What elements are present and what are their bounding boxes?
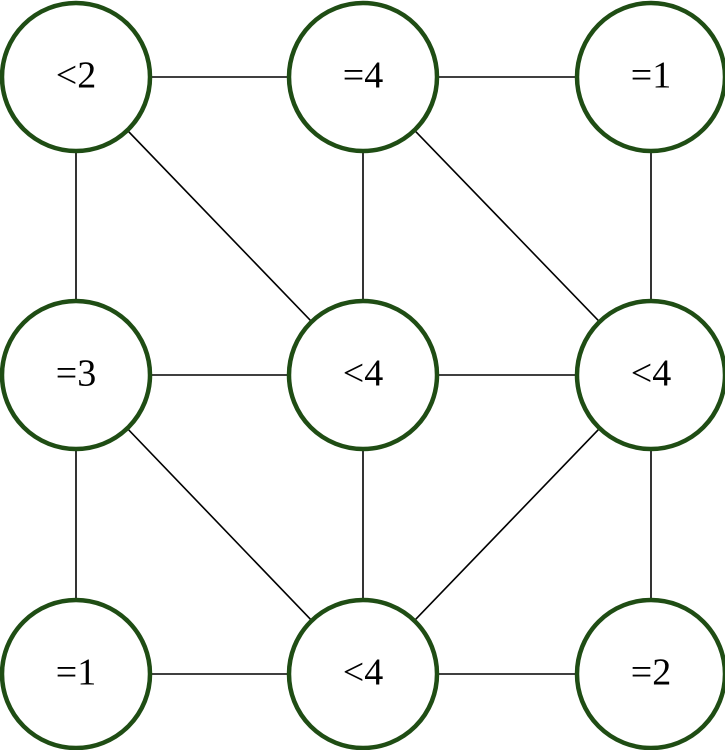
node-circle <box>286 0 440 154</box>
node-r3c3: =2 <box>574 597 725 750</box>
node-label: =1 <box>631 55 671 97</box>
node-r1c1: <2 <box>0 0 153 154</box>
node-circle <box>574 597 725 750</box>
node-label: =2 <box>631 652 671 694</box>
node-r2c2: <4 <box>286 298 440 452</box>
node-label: =1 <box>56 652 96 694</box>
node-label: =3 <box>56 353 96 395</box>
node-r1c2: =4 <box>286 0 440 154</box>
node-circle <box>286 597 440 750</box>
node-r2c1: =3 <box>0 298 153 452</box>
node-circle <box>574 0 725 154</box>
node-circle <box>574 298 725 452</box>
node-label: <2 <box>56 55 96 97</box>
node-label: =4 <box>343 55 383 97</box>
node-label: <4 <box>343 353 383 395</box>
node-circle <box>0 0 153 154</box>
node-r2c3: <4 <box>574 298 725 452</box>
node-r1c3: =1 <box>574 0 725 154</box>
node-r3c1: =1 <box>0 597 153 750</box>
node-label: <4 <box>343 652 383 694</box>
node-label: <4 <box>631 353 671 395</box>
node-circle <box>0 597 153 750</box>
node-circle <box>286 298 440 452</box>
node-r3c2: <4 <box>286 597 440 750</box>
node-circle <box>0 298 153 452</box>
